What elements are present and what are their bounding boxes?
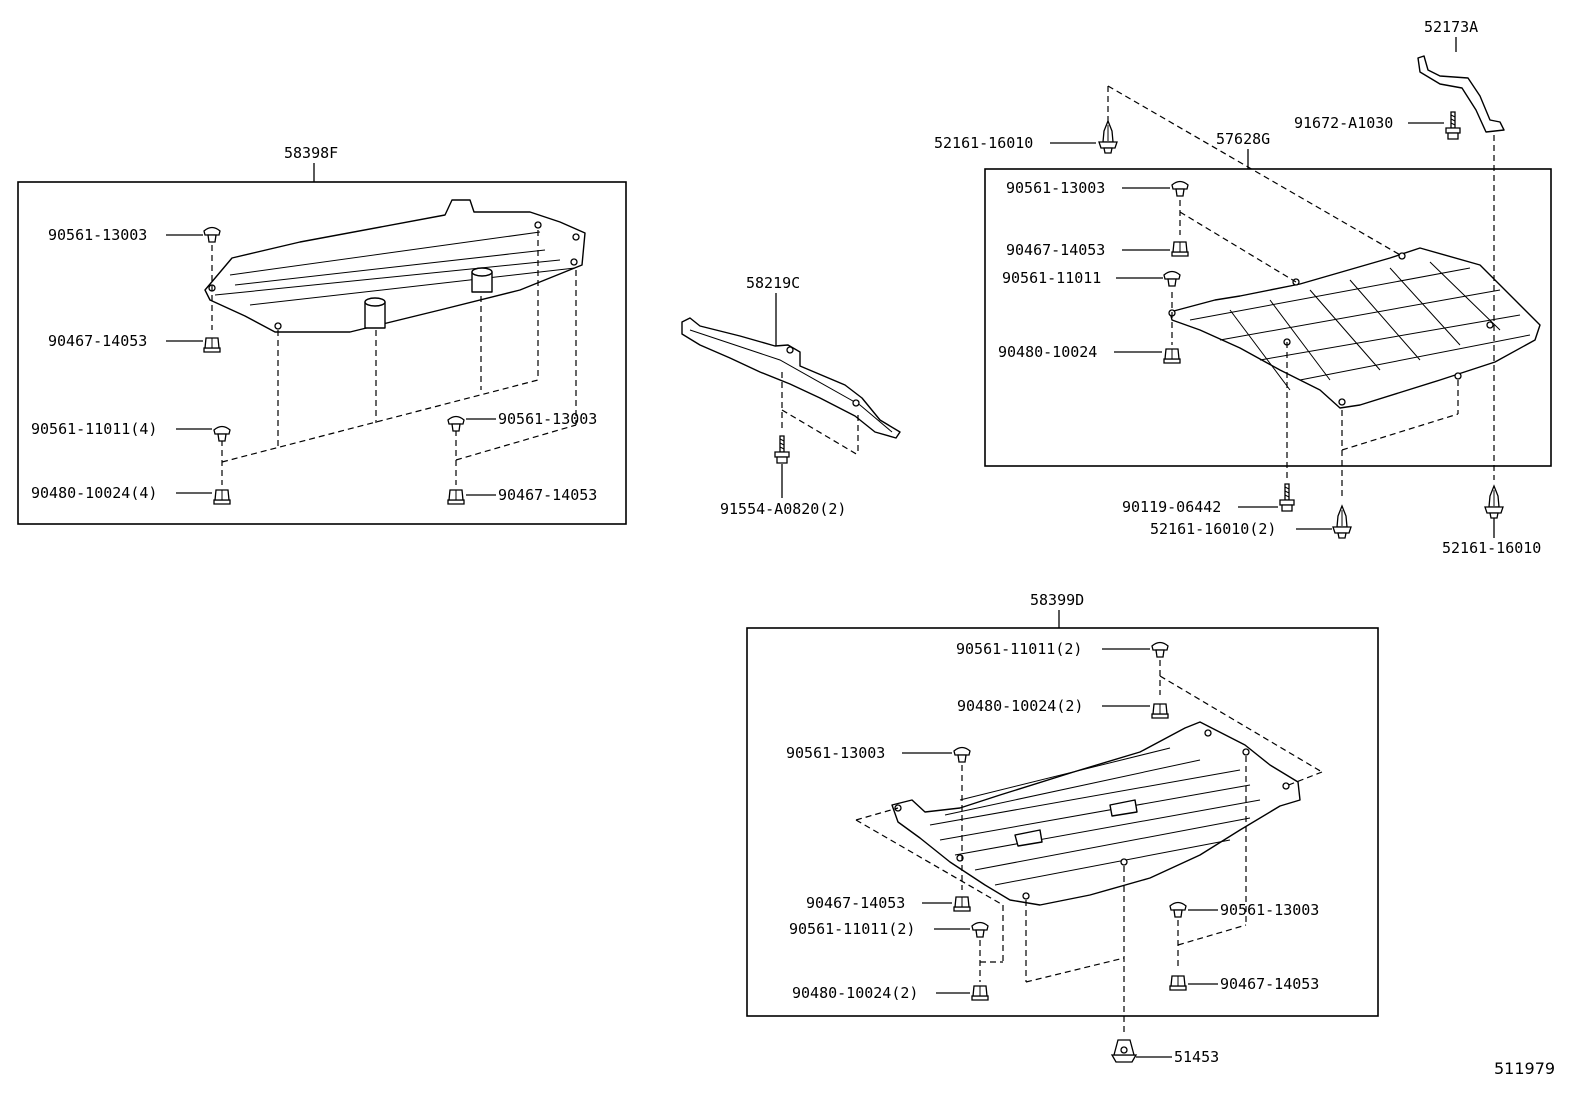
leader-dashes xyxy=(855,660,1323,1035)
assembly-58398F: 58398F xyxy=(17,144,627,525)
callout-label: 90561-13003 xyxy=(1006,179,1105,197)
leader-dashes xyxy=(211,230,577,485)
assembly-frame xyxy=(984,168,1552,467)
callout-label: 90561-13003 xyxy=(1220,901,1319,919)
under-cover-part xyxy=(891,721,1301,906)
assembly-label: 57628G xyxy=(1216,130,1270,148)
callout-label: 91672-A1030 xyxy=(1294,114,1393,132)
assembly-frame xyxy=(17,181,627,525)
callout-label: 90561-13003 xyxy=(498,410,597,428)
callout-label: 90561-11011(2) xyxy=(789,920,915,938)
callout-label: 90480-10024(2) xyxy=(957,697,1083,715)
callout-label: 90467-14053 xyxy=(1220,975,1319,993)
callout-label: 90467-14053 xyxy=(806,894,905,912)
under-cover-part xyxy=(204,199,586,333)
assembly-label: 52173A xyxy=(1424,18,1478,36)
callout-label: 90480-10024 xyxy=(998,343,1097,361)
callout-label: 90561-11011(2) xyxy=(956,640,1082,658)
assembly-57628G: 52173A 57628G xyxy=(934,18,1552,557)
assembly-label: 58399D xyxy=(1030,591,1084,609)
assembly-frame xyxy=(746,627,1379,1017)
figure-id: 511979 xyxy=(1494,1059,1555,1078)
callout-label: 90467-14053 xyxy=(1006,241,1105,259)
callout-label: 90119-06442 xyxy=(1122,498,1221,516)
callout-label: 51453 xyxy=(1174,1048,1219,1066)
under-cover-part xyxy=(1168,247,1541,409)
callout-label: 90467-14053 xyxy=(498,486,597,504)
callout-label: 52161-16010 xyxy=(934,134,1033,152)
callout-label: 52161-16010(2) xyxy=(1150,520,1276,538)
callout-label: 90561-13003 xyxy=(786,744,885,762)
callout-label: 90480-10024(2) xyxy=(792,984,918,1002)
callout-label: 90561-11011 xyxy=(1002,269,1101,287)
callout-label: 52161-16010 xyxy=(1442,539,1541,557)
assembly-58399D: 58399D xyxy=(746,591,1379,1066)
stay-bracket-part xyxy=(1417,55,1505,133)
callout-label: 91554-A0820(2) xyxy=(720,500,846,518)
callout-label: 90480-10024(4) xyxy=(31,484,157,502)
assembly-label: 58398F xyxy=(284,144,338,162)
bracket-part xyxy=(681,317,901,439)
assembly-label: 58219C xyxy=(746,274,800,292)
callout-label: 90467-14053 xyxy=(48,332,147,350)
callout-label: 90561-11011(4) xyxy=(31,420,157,438)
leader-dashes xyxy=(1107,85,1495,500)
callout-label: 90561-13003 xyxy=(48,226,147,244)
assembly-58219C: 58219C 91554-A0820(2) xyxy=(681,274,901,518)
grommet-51453 xyxy=(1110,1039,1138,1063)
